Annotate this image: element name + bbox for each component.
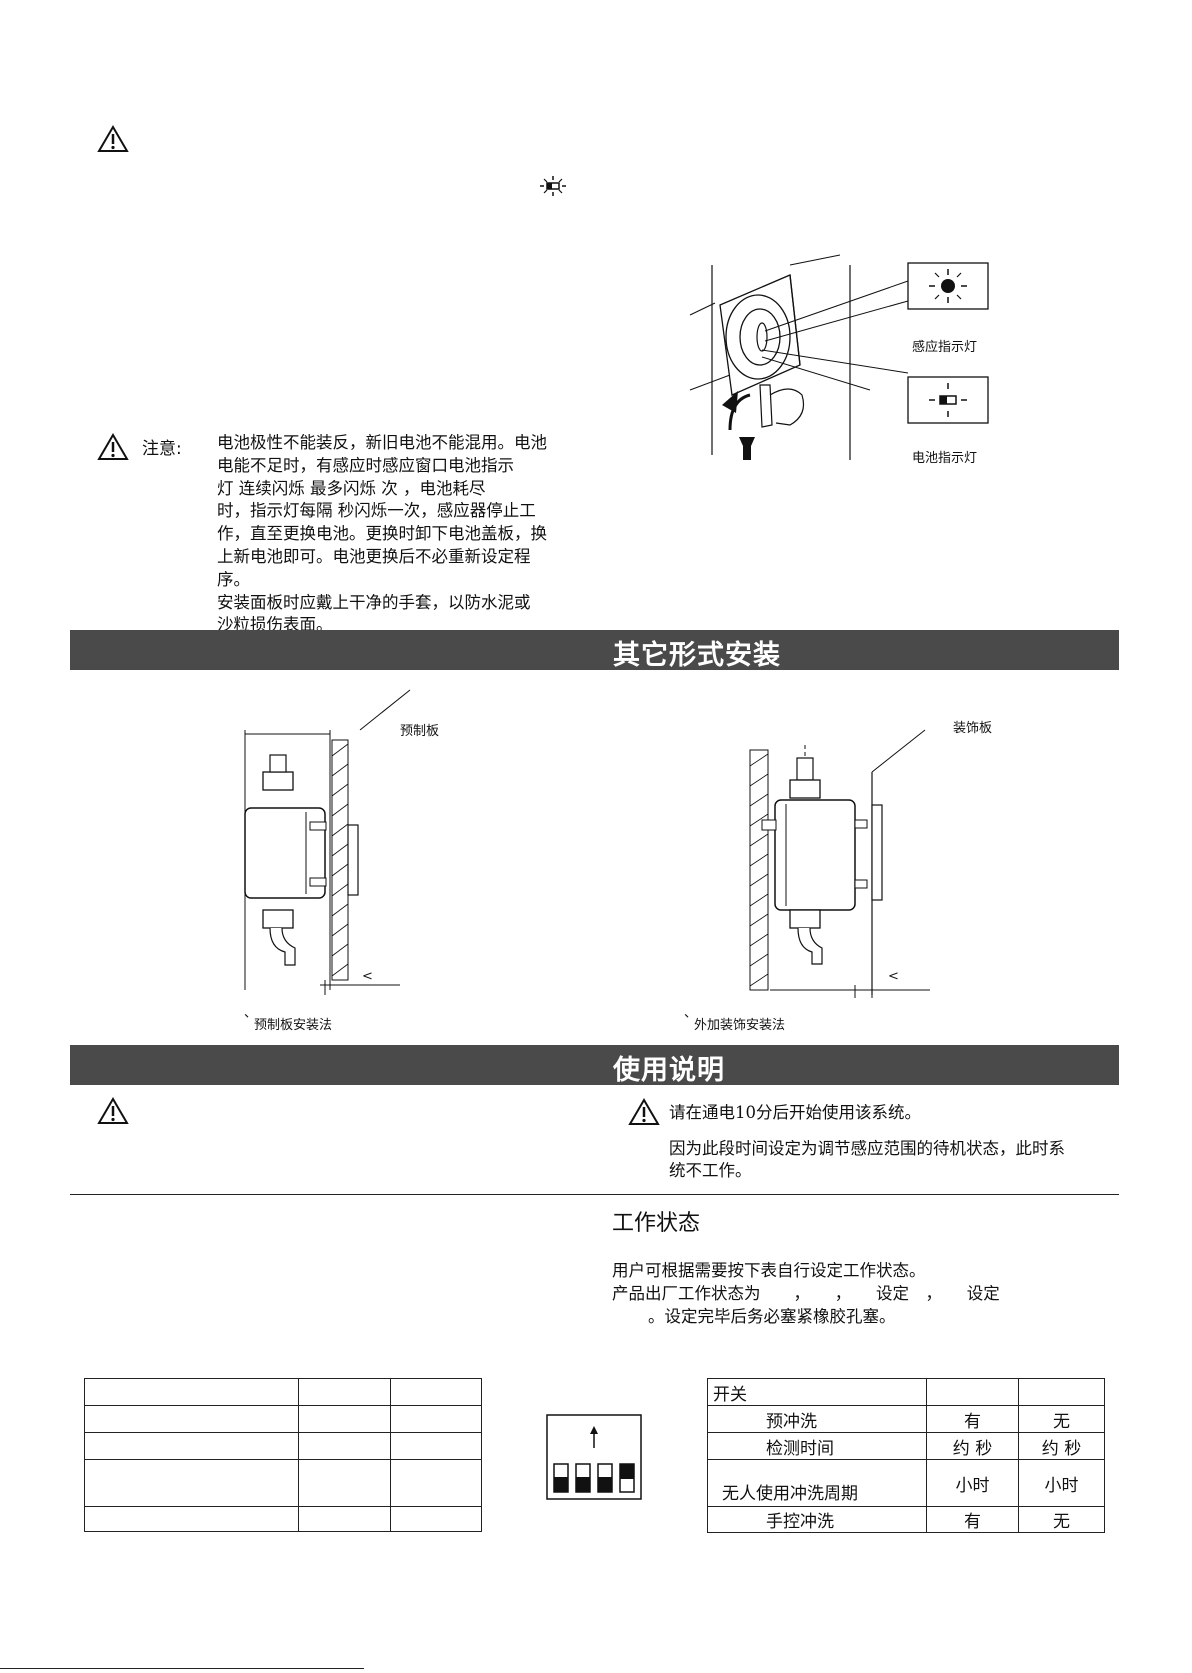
table-row: 预冲洗 有 无 — [707, 1405, 1105, 1433]
decor-panel-diagram — [749, 729, 930, 998]
usage-warning-line: 请在通电10分后开始使用该系统。 — [669, 1103, 921, 1122]
divider — [70, 1194, 1119, 1195]
precast-panel-label: 预制板 — [400, 724, 440, 739]
usage-warning-line: 统不工作。 — [669, 1161, 752, 1180]
note-line: 上新电池即可。电池更换后不必重新设定程 — [217, 546, 531, 566]
table-cell — [390, 1432, 482, 1460]
note-warning-icon — [97, 433, 129, 460]
table-row: 检测时间 约 秒 约 秒 — [707, 1432, 1105, 1460]
dip-switch — [546, 1414, 642, 1500]
table-cell — [298, 1405, 391, 1433]
section-banner-other-install: 其它形式安装 — [70, 630, 1119, 671]
note-line: 安装面板时应戴上干净的手套，以防水泥或 — [217, 592, 531, 612]
usage-warning-line: 因为此段时间设定为调节感应范围的待机状态，此时系 — [669, 1139, 1065, 1158]
usage-warning-icon — [628, 1098, 660, 1125]
row-value-a: 小时 — [926, 1459, 1019, 1507]
note-body: 电池极性不能装反，新旧电池不能混用。电池 电能不足时，有感应时感应窗口电池指示 … — [217, 432, 587, 637]
section-banner-usage: 使用说明 — [70, 1045, 1119, 1086]
table-header-label: 开关 — [713, 1384, 747, 1405]
row-value-b: 无 — [1018, 1405, 1105, 1433]
table-cell — [84, 1506, 299, 1532]
table-cell — [298, 1506, 391, 1532]
battery-blink-icon — [540, 176, 566, 196]
note-label: 注意: — [142, 439, 182, 459]
left-caption-mark: 、 — [244, 1006, 258, 1021]
work-state-title: 工作状态 — [612, 1211, 701, 1236]
row-label: 检测时间 — [707, 1432, 927, 1460]
table-cell — [298, 1432, 391, 1460]
row-value-b: 约 秒 — [1018, 1432, 1105, 1460]
table-cell — [926, 1378, 1019, 1406]
battery-indicator-label: 电池指示灯 — [912, 451, 978, 466]
table-cell — [390, 1506, 482, 1532]
footer-rule — [0, 1668, 364, 1669]
right-caption-mark: 、 — [684, 1006, 698, 1021]
table-cell — [298, 1459, 391, 1507]
work-state-line: 产品出厂工作状态为 ， ， 设定 ， 设定 — [612, 1284, 1000, 1303]
table-cell — [390, 1459, 482, 1507]
table-cell — [84, 1432, 299, 1460]
right-caption: 外加装饰安装法 — [694, 1018, 786, 1033]
sensor-indicator-label: 感应指示灯 — [912, 340, 978, 355]
left-dim-mark: < — [362, 969, 373, 984]
work-state-line: 。设定完毕后务必塞紧橡胶孔塞。 — [648, 1307, 896, 1326]
table-header-cell: 开关 — [707, 1378, 927, 1406]
row-value-a: 有 — [926, 1405, 1019, 1433]
settings-table: 开关 预冲洗 有 无 检测时间 约 秒 约 秒 无人使用冲洗周期 小时 小时 手… — [707, 1378, 1105, 1533]
table-cell — [390, 1405, 482, 1433]
row-label: 预冲洗 — [707, 1405, 927, 1433]
decor-panel-label: 装饰板 — [953, 721, 993, 736]
note-line: 时，指示灯每隔 秒闪烁一次，感应器停止工 — [217, 501, 536, 521]
precast-panel-diagram — [244, 689, 411, 995]
warning-icon — [97, 1097, 129, 1124]
note-line: 灯 连续闪烁 最多闪烁 次 ，电池耗尽 — [217, 478, 486, 498]
table-cell — [298, 1378, 391, 1406]
row-value-a: 约 秒 — [926, 1432, 1019, 1460]
left-caption: 预制板安装法 — [254, 1018, 333, 1033]
row-label: 手控冲洗 — [707, 1506, 927, 1533]
row-value-b: 小时 — [1018, 1459, 1105, 1507]
section-title: 其它形式安装 — [613, 640, 781, 671]
note-line: 电池极性不能装反，新旧电池不能混用。电池 — [217, 433, 547, 452]
note-line: 作，直至更换电池。更换时卸下电池盖板，换 — [217, 524, 547, 544]
note-line: 沙粒损伤表面。 — [217, 615, 333, 635]
table-row: 手控冲洗 有 无 — [707, 1506, 1105, 1533]
right-dim-mark: < — [888, 969, 899, 984]
table-row: 无人使用冲洗周期 小时 小时 — [707, 1459, 1105, 1507]
row-label: 无人使用冲洗周期 — [707, 1459, 927, 1507]
table-cell — [84, 1378, 299, 1406]
table-cell — [84, 1405, 299, 1433]
note-line: 电能不足时，有感应时感应窗口电池指示 — [217, 455, 514, 475]
table-cell — [1018, 1378, 1105, 1406]
sensor-panel-figure — [689, 254, 989, 460]
row-value-b: 无 — [1018, 1506, 1105, 1533]
table-cell — [84, 1459, 299, 1507]
table-cell — [390, 1378, 482, 1406]
work-state-line: 用户可根据需要按下表自行设定工作状态。 — [612, 1261, 926, 1280]
row-value-a: 有 — [926, 1506, 1019, 1533]
section-title: 使用说明 — [613, 1055, 725, 1086]
left-blank-table — [84, 1378, 482, 1532]
warning-icon — [97, 125, 129, 152]
note-line: 序。 — [217, 569, 250, 589]
